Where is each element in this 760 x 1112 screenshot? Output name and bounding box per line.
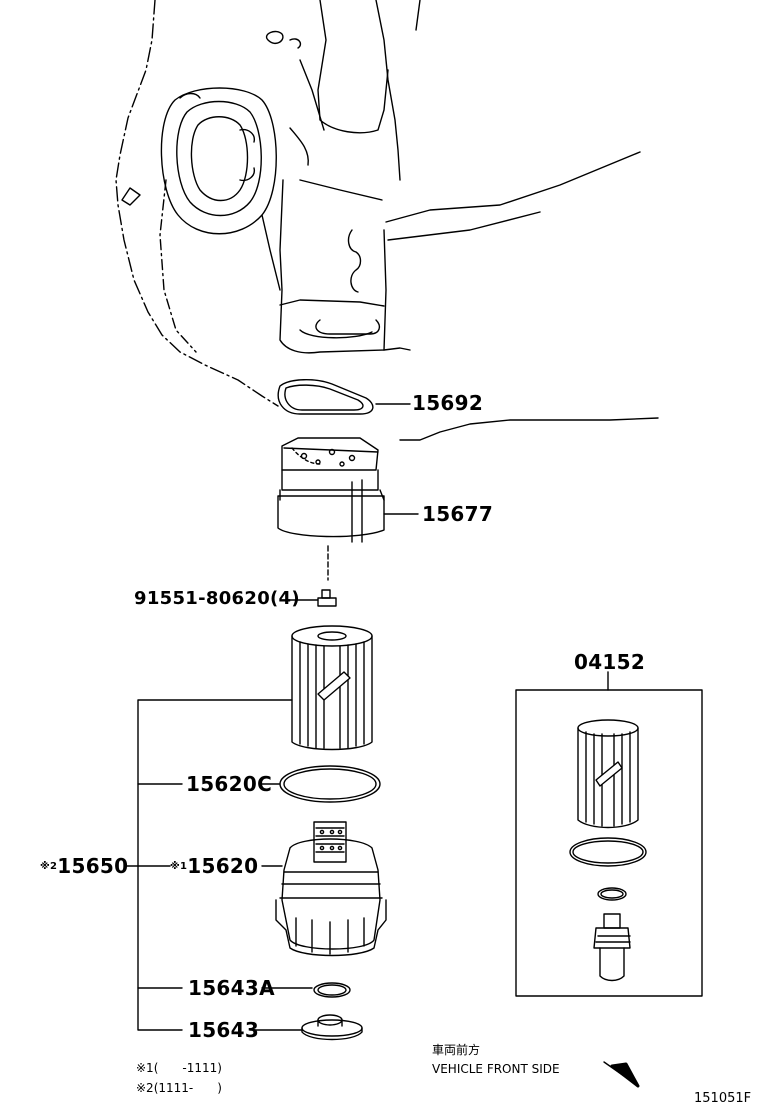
cap-note-mark: ※1 [170,861,188,872]
bolt-drawing [285,589,337,607]
drain-plug-drawing [249,1014,363,1041]
part-label-15677: 15677 [422,502,494,526]
figure-id: 151051F [694,1091,752,1106]
part-label-15692: 15692 [412,391,484,415]
part-label-15620c: 15620C [186,772,273,796]
footnote-1-mark: ※1 [136,1061,154,1075]
part-label-bolt: 91551-80620(4) [134,588,300,609]
assembly-note-mark: ※2 [40,861,58,872]
filter-element-drawing [291,625,373,751]
gasket-15692-drawing [277,379,411,415]
cap-15620-drawing [261,821,387,957]
part-label-15620: ※115620 [170,856,258,876]
oring-15620c-drawing [261,765,381,803]
part-label-04152: 04152 [574,650,646,674]
direction-label-jp: 車両前方 [432,1043,481,1057]
front-side-arrow [603,1061,640,1088]
footnote-1: ※1( -1111) [136,1062,222,1074]
part-label-15643: 15643 [188,1018,260,1042]
drain-gasket-drawing [261,982,351,998]
footnote-2-mark: ※2 [136,1081,154,1095]
kit-04152-box [515,671,703,997]
part-label-15650: ※215650 [40,856,128,876]
direction-label-en: VEHICLE FRONT SIDE [432,1062,560,1076]
housing-15677-drawing [277,437,419,581]
footnote-2-text: (1111- ) [153,1081,222,1095]
cap-number: 15620 [187,854,259,878]
part-label-15643a: 15643A [188,976,275,1000]
footnote-2: ※2(1111- ) [136,1082,222,1094]
assembly-bracket [125,699,293,1031]
footnote-1-text: ( -1111) [153,1061,222,1075]
engine-block-drawing [115,0,659,441]
assembly-number: 15650 [57,854,129,878]
